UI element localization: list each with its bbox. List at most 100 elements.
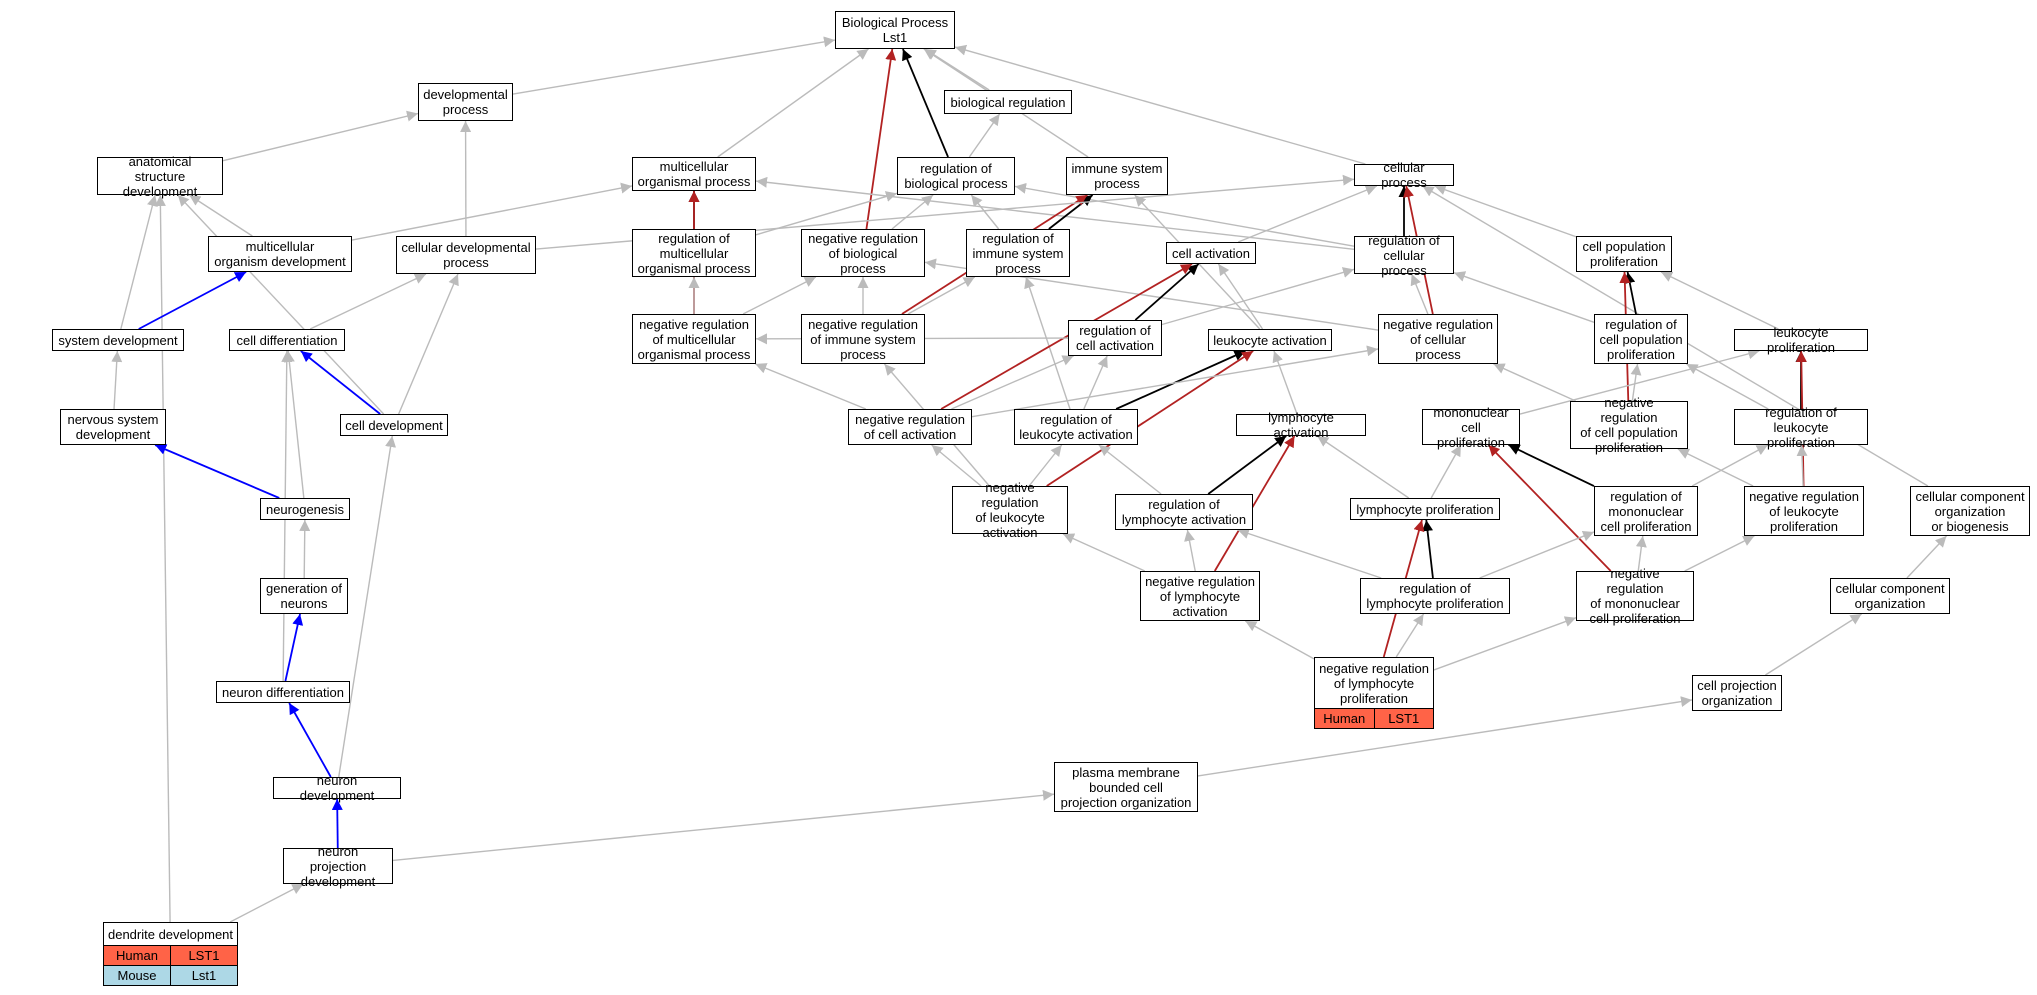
go-term-mod[interactable]: multicellular organism development xyxy=(208,236,352,272)
go-term-cdp[interactable]: cellular developmental process xyxy=(396,236,536,274)
go-term-ca[interactable]: cell activation xyxy=(1166,242,1256,264)
go-term-celldiff[interactable]: cell differentiation xyxy=(229,329,345,351)
species-cell: Human xyxy=(103,945,171,966)
go-term-bp[interactable]: Biological Process Lst1 xyxy=(835,11,955,49)
go-term-nrmcp[interactable]: negative regulation of mononuclear cell … xyxy=(1576,566,1694,626)
species-cell: Mouse xyxy=(103,965,171,986)
edge-nrcpp-to-nrcp xyxy=(1493,363,1576,402)
go-term-rcp[interactable]: regulation of cellular process xyxy=(1354,233,1454,278)
edge-rmcp-to-rlp xyxy=(1691,444,1769,487)
edge-ndiff-to-gon xyxy=(284,613,304,682)
go-term-biolreg[interactable]: biological regulation xyxy=(944,90,1072,114)
go-term-la[interactable]: leukocyte activation xyxy=(1208,329,1332,351)
edge-cpp-to-cp xyxy=(1434,184,1577,238)
go-term-rmop[interactable]: regulation of multicellular organismal p… xyxy=(632,229,756,277)
edge-sysdev-to-asd xyxy=(120,194,158,330)
edge-lya-to-la xyxy=(1272,350,1298,415)
go-term-cpo[interactable]: cell projection organization xyxy=(1692,675,1782,711)
go-term-nrlyp: negative regulation of lymphocyte prolif… xyxy=(1314,657,1434,709)
go-term-rbp[interactable]: regulation of biological process xyxy=(897,157,1015,195)
edge-rcp-to-rbp xyxy=(1014,182,1355,247)
go-term-cpp[interactable]: cell population proliferation xyxy=(1576,236,1672,272)
go-term-nrcp[interactable]: negative regulation of cellular process xyxy=(1378,314,1498,364)
edge-rbp-to-bp xyxy=(902,48,949,158)
edge-lyp-to-lya xyxy=(1316,435,1410,499)
edge-rlya-to-rla xyxy=(1098,444,1162,495)
edge-nrlyp-to-nrmcp xyxy=(1433,616,1577,671)
edge-ndev-to-ndiff xyxy=(288,702,332,778)
edge-cco-to-ccob xyxy=(1906,535,1947,579)
species-cell: Human xyxy=(1314,708,1375,729)
go-term-celldev[interactable]: cell development xyxy=(340,414,448,436)
go-term-nrca[interactable]: negative regulation of cell activation xyxy=(848,409,972,445)
go-term-nrmop[interactable]: negative regulation of multicellular org… xyxy=(632,314,756,364)
go-term-pmbcpo[interactable]: plasma membrane bounded cell projection … xyxy=(1054,762,1198,812)
go-term-lya[interactable]: lymphocyte activation xyxy=(1236,410,1366,440)
go-term-rcpp[interactable]: regulation of cell population proliferat… xyxy=(1594,314,1688,364)
go-term-nrcpp[interactable]: negative regulation of cell population p… xyxy=(1570,395,1688,455)
go-term-sysdev[interactable]: system development xyxy=(52,329,184,351)
edge-rmcp-to-mcp xyxy=(1508,444,1595,487)
edge-pmbcpo-to-cpo xyxy=(1197,696,1693,777)
edge-ca-to-cp xyxy=(1237,185,1378,243)
go-term-rla[interactable]: regulation of leukocyte activation xyxy=(1014,409,1138,445)
go-term-isp[interactable]: immune system process xyxy=(1066,157,1168,195)
go-term-gon[interactable]: generation of neurons xyxy=(260,578,348,614)
go-term-mcp[interactable]: mononuclear cell proliferation xyxy=(1422,405,1520,450)
go-term-rlyp[interactable]: regulation of lymphocyte proliferation xyxy=(1360,578,1510,614)
edge-asd-to-devproc xyxy=(222,110,419,162)
gene-symbol-cell: LST1 xyxy=(1373,708,1434,729)
go-term-neurogenesis[interactable]: neurogenesis xyxy=(260,498,350,520)
go-term-nrlp[interactable]: negative regulation of leukocyte prolife… xyxy=(1744,486,1864,536)
go-term-lp[interactable]: leukocyte proliferation xyxy=(1734,325,1868,355)
edge-dd-to-asd xyxy=(154,194,171,923)
edge-devproc-to-bp xyxy=(512,36,836,95)
go-term-asd[interactable]: anatomical structure development xyxy=(97,154,223,199)
go-term-nrbp[interactable]: negative regulation of biological proces… xyxy=(801,229,925,277)
go-term-ndiff[interactable]: neuron differentiation xyxy=(216,681,350,703)
go-term-rlp[interactable]: regulation of leukocyte proliferation xyxy=(1734,405,1868,450)
go-term-nsd[interactable]: nervous system development xyxy=(60,409,166,445)
go-term-rlya[interactable]: regulation of lymphocyte activation xyxy=(1115,494,1253,530)
go-term-ndev[interactable]: neuron development xyxy=(273,773,401,803)
edge-nrlya-to-rlya xyxy=(1184,529,1196,572)
edge-rla-to-risp xyxy=(1024,276,1071,410)
edge-lyp-to-mcp xyxy=(1430,444,1462,499)
edge-nrlyp-to-rlyp xyxy=(1395,613,1425,658)
edge-rcpp-to-rcp xyxy=(1453,271,1595,324)
edge-rbp-to-biolreg xyxy=(968,113,1001,158)
edge-cpo-to-cco xyxy=(1765,613,1862,676)
go-term-cco[interactable]: cellular component organization xyxy=(1830,578,1950,614)
edge-nrca-to-nrmop xyxy=(755,363,867,410)
edge-nrla-to-la xyxy=(1046,350,1254,487)
go-term-nrla[interactable]: negative regulation of leukocyte activat… xyxy=(952,480,1068,540)
edge-nrla-to-rla xyxy=(1028,444,1063,487)
go-term-devproc[interactable]: developmental process xyxy=(418,83,513,121)
gene-symbol-cell: Lst1 xyxy=(170,965,238,986)
edge-rlyp-to-rmcp xyxy=(1479,530,1595,579)
edge-rlya-to-lya xyxy=(1207,435,1287,495)
go-term-mop[interactable]: multicellular organismal process xyxy=(632,157,756,191)
edge-gon-to-neurogenesis xyxy=(299,519,311,579)
go-term-nrlya[interactable]: negative regulation of lymphocyte activa… xyxy=(1140,571,1260,621)
go-term-rmcp[interactable]: regulation of mononuclear cell prolifera… xyxy=(1594,486,1698,536)
edge-risp-to-isp xyxy=(1048,194,1094,230)
go-term-ccob[interactable]: cellular component organization or bioge… xyxy=(1910,486,2030,536)
edge-nrcpp-to-rcpp xyxy=(1630,363,1642,402)
go-term-nrlyp-table[interactable]: negative regulation of lymphocyte prolif… xyxy=(1314,657,1434,729)
go-term-npd[interactable]: neuron projection development xyxy=(283,844,393,889)
edge-rlyp-to-lyp xyxy=(1422,519,1434,579)
edge-la-to-ca xyxy=(1217,263,1264,330)
go-term-rca[interactable]: regulation of cell activation xyxy=(1068,320,1162,356)
go-term-lyp[interactable]: lymphocyte proliferation xyxy=(1350,498,1500,520)
go-term-risp[interactable]: regulation of immune system process xyxy=(966,229,1070,277)
go-term-nrisp[interactable]: negative regulation of immune system pro… xyxy=(801,314,925,364)
edge-nrbp-to-rbp xyxy=(891,194,934,230)
edge-nrmop-to-nrbp xyxy=(742,276,817,315)
edge-nrisp-to-risp xyxy=(907,276,976,315)
edge-mcp-to-lp xyxy=(1519,348,1760,415)
go-term-cp[interactable]: cellular process xyxy=(1354,160,1454,190)
edge-mop-to-bp xyxy=(717,48,869,158)
edge-nrlyp-to-nrlya xyxy=(1244,620,1315,660)
